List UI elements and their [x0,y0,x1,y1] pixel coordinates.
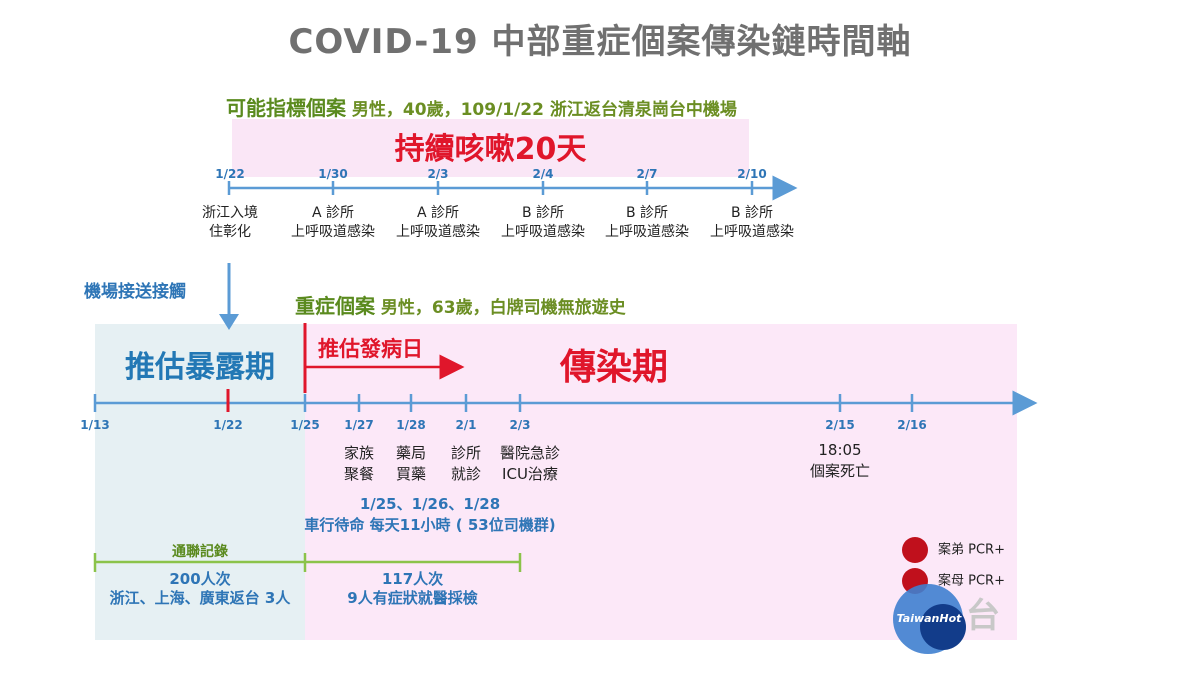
onset-label: 推估發病日 [318,337,423,361]
main-tick-label: 2/16 [897,418,927,432]
watermark-char: 台 [966,596,1000,636]
index-case-label: 可能指標個案 [226,96,346,120]
main-event-line: 買藥 [395,465,426,483]
main-event: 家族 聚餐 [329,443,389,485]
exposure-period-zone [95,324,305,640]
infectious-period-zone [305,324,1017,640]
call-records-right: 117人次 9人有症狀就醫採檢 [305,570,520,608]
main-event-line: 醫院急診 [499,444,560,462]
watermark-logo-inner-icon [920,604,966,650]
contact-label: 機場接送接觸 [84,282,186,302]
main-tick-label: 2/3 [509,418,531,432]
top-event-line: B 診所 [521,205,565,221]
main-event-line: 診所 [450,444,481,462]
main-event-line: 聚餐 [343,465,374,483]
cough-duration: 持續咳嗽20天 [394,132,587,167]
driver-standby-text: 車行待命 每天11小時 ( 53位司機群) [304,516,556,534]
main-event: 醫院急診 ICU治療 [480,443,580,485]
contact-arrowhead-icon [219,314,239,330]
main-tick-label: 1/25 [290,418,320,432]
driver-dates: 1/25、1/26、1/28 [359,495,501,513]
legend-label: 案弟 PCR+ [938,542,1005,558]
watermark-text: TaiwanHot [896,612,962,625]
top-event-line: 上呼吸道感染 [501,224,585,240]
top-tick-label: 2/7 [636,167,658,181]
top-event-line: A 診所 [311,205,355,221]
main-event-line: 就診 [450,465,481,483]
infectious-period-label: 傳染期 [560,347,669,388]
exposure-period-label: 推估暴露期 [125,350,275,385]
top-event-line: 上呼吸道感染 [710,224,794,240]
main-tick-label: 1/27 [344,418,374,432]
top-tick-label: 2/4 [532,167,554,181]
index-case-detail: 男性，40歲，109/1/22 浙江返台清泉崗台中機場 [351,100,737,120]
top-tick-label: 1/30 [318,167,348,181]
top-tick-label: 1/22 [215,167,245,181]
top-event: 浙江入境 住彰化 [180,204,280,242]
call-records-left: 200人次 浙江、上海、廣東返台 3人 [95,570,305,608]
main-event-line: 18:05 [818,441,862,459]
index-case-header: 可能指標個案 男性，40歲，109/1/22 浙江返台清泉崗台中機場 [226,92,737,121]
positive-dot-icon [902,537,928,563]
top-event: B 診所 上呼吸道感染 [493,204,593,242]
top-event-line: B 診所 [625,205,669,221]
call-records-left-text: 浙江、上海、廣東返台 3人 [109,589,291,607]
call-records-label: 通聯記錄 [172,544,228,560]
main-event: 藥局 買藥 [381,443,441,485]
main-tick-label: 1/13 [80,418,110,432]
main-tick-label: 1/28 [396,418,426,432]
top-tick-label: 2/10 [737,167,767,181]
top-event: A 診所 上呼吸道感染 [388,204,488,242]
main-tick-label: 2/15 [825,418,855,432]
top-event-line: 上呼吸道感染 [605,224,689,240]
legend-label: 案母 PCR+ [938,573,1005,589]
top-event-line: 浙江入境 [202,205,258,221]
main-event: 18:05 個案死亡 [790,440,890,482]
top-event-line: B 診所 [730,205,774,221]
severe-case-detail: 男性，63歲，白牌司機無旅遊史 [380,298,626,318]
main-event-line: 個案死亡 [809,462,870,480]
main-event-line: 家族 [343,444,374,462]
top-event: B 診所 上呼吸道感染 [597,204,697,242]
main-event-line: ICU治療 [502,465,558,483]
call-records-right-count: 117人次 [381,570,444,588]
main-event: 診所 就診 [436,443,496,485]
top-event-line: A 診所 [416,205,460,221]
call-records-left-count: 200人次 [169,570,231,588]
call-records-right-text: 9人有症狀就醫採檢 [347,589,478,607]
top-event-line: 住彰化 [209,224,251,240]
top-event-line: 上呼吸道感染 [291,224,375,240]
main-tick-label: 2/1 [455,418,477,432]
top-event: B 診所 上呼吸道感染 [702,204,802,242]
main-tick-label: 1/22 [213,418,243,432]
top-event: A 診所 上呼吸道感染 [283,204,383,242]
main-event-line: 藥局 [395,444,426,462]
cough-period-band [232,119,749,177]
top-event-line: 上呼吸道感染 [396,224,480,240]
page-title: COVID-19 中部重症個案傳染鏈時間軸 [288,22,912,62]
severe-case-header: 重症個案 男性，63歲，白牌司機無旅遊史 [295,290,626,319]
severe-case-label: 重症個案 [295,294,375,318]
top-tick-label: 2/3 [427,167,449,181]
legend-item-brother: 案弟 PCR+ [902,537,1005,563]
